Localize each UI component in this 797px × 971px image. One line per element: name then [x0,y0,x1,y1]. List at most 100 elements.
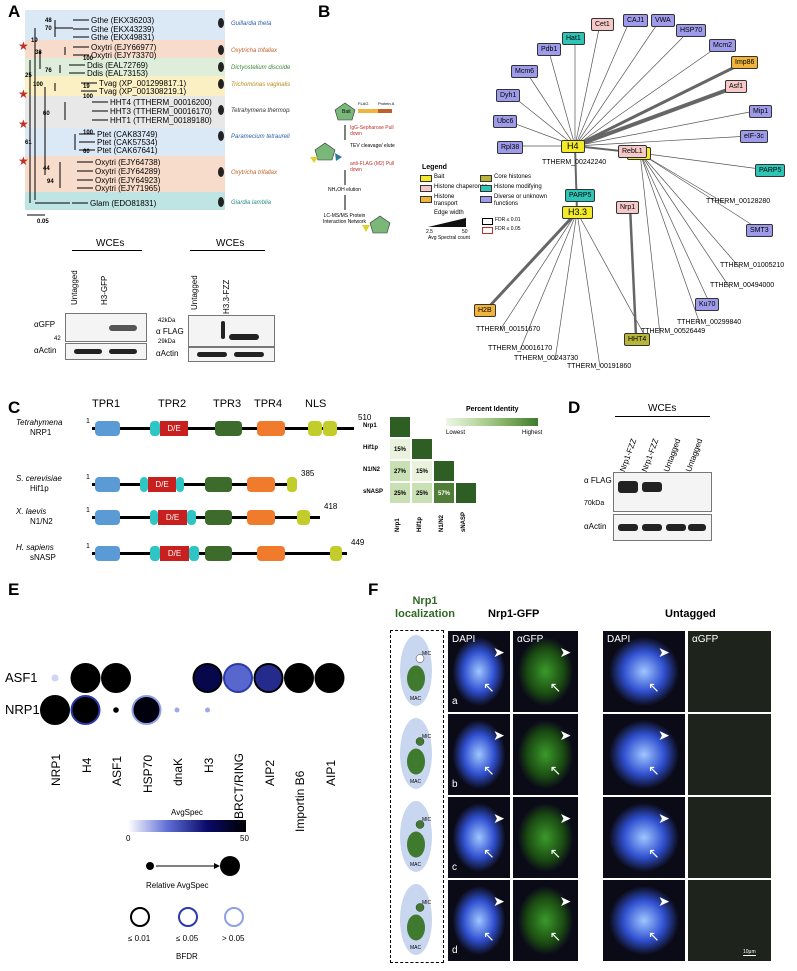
node-imp86[interactable]: Imp86 [731,56,759,69]
bootstrap-9: 100 [83,94,94,100]
domain-block-3-3 [189,546,199,561]
dot-col-0: NRP1 [49,753,63,786]
dot-nrp1-3 [131,695,162,725]
dot-asf1-0 [51,674,59,682]
node-h33[interactable]: H3.3 [562,206,594,219]
blot-actin-d [613,514,712,541]
domain-block-0-0 [95,421,120,436]
arrowhead-icon: ➤ [493,810,505,826]
mic-label-0: MIC [422,651,432,657]
dot-col-2: ASF1 [110,755,124,786]
node-cet1[interactable]: Cet1 [591,18,614,31]
node-rebl1[interactable]: RebL1 [618,145,647,158]
node-mcm2[interactable]: Mcm2 [709,39,737,52]
matrix-cell [411,438,433,460]
dot-asf1-7 [253,663,284,693]
legend-div: Diverse or unknown functions [494,194,548,207]
wf-tag2: Protein A [378,101,395,106]
panel-label-c: C [8,398,21,417]
micrograph-2-0: c↖➤ [448,797,510,878]
localization-diagram-1 [398,716,434,791]
node-rpl38[interactable]: Rpl38 [497,141,524,154]
micro-sublabel-0: DAPI [452,634,476,645]
localization-diagram-3 [398,882,434,957]
micrograph-3-3: 10μm [688,880,771,961]
mac-label-0: MAC [410,696,422,702]
bootstrap-6: 76 [45,68,52,74]
arrowhead-icon: ➤ [559,893,572,909]
node-dyh1[interactable]: Dyh1 [496,89,521,102]
matrix-col-2: N1/N2 [439,514,445,532]
taxon-3: Oxytri (EJY66977) [91,43,157,52]
node-ku70[interactable]: Ku70 [695,298,720,311]
node-h4[interactable]: H4 [561,140,585,153]
pid-low: Lowest [446,430,466,436]
taxon-14: Ptet (CAK67641) [97,146,158,155]
domain-block-0-1 [150,421,160,436]
localization-diagram-2 [398,799,434,874]
wf-bait: Bait [342,109,351,115]
domain-block-0-6 [323,421,337,436]
matrix-cell: 25% [411,482,433,504]
legend-core: Core histones [494,174,532,180]
taxon-11: HHT1 (TTHERM_00189180) [110,116,212,125]
node-nrp1[interactable]: Nrp1 [616,201,640,214]
domain-block-2-2: D/E [158,510,187,525]
arrow-icon: ↖ [549,844,562,861]
blot-aflag-a [188,315,275,347]
taxon-8: Tvag (XP_001308219.1) [99,87,187,96]
domain-block-1-2: D/E [148,477,176,492]
micrograph-2-3 [688,797,771,878]
taxon-2: Gthe (EKX49831) [91,33,154,42]
node-hht4[interactable]: HHT4 [624,333,651,346]
micrograph-1-0: b↖➤ [448,714,510,795]
node-parp5b[interactable]: PARP5 [565,189,596,202]
dot-col-6: BRCT/RING [232,752,246,819]
tag-t4: TTHERM_00494000 [710,282,775,289]
domain-block-3-6 [330,546,342,561]
species-4: Tetrahymena thermophila [231,108,290,114]
matrix-cell: 15% [411,460,433,482]
row-letter-2: c [452,862,457,873]
bfdr-01: ≤ 0.01 [128,934,151,943]
tag-t7: TTHERM_00299840 [677,319,742,326]
node-h2b[interactable]: H2B [474,304,496,317]
arrowhead-icon: ➤ [658,810,670,826]
legend-mod: Histone modifying [494,184,542,190]
domain-block-0-5 [308,421,322,436]
species-5: Paramecium tetraurelia [231,134,290,140]
node-smt3[interactable]: SMT3 [746,224,773,237]
micro-sublabel-2: DAPI [607,634,631,645]
node-mip1[interactable]: Mip1 [749,105,773,118]
bfdr-05: ≤ 0.05 [176,934,199,943]
node-hat1[interactable]: Hat1 [562,32,585,45]
node-ubc6[interactable]: Ubc6 [493,115,518,128]
tag-t2: TTHERM_00128280 [706,198,771,205]
panel-label-e: E [8,580,20,599]
arrow-icon: ↖ [549,927,562,944]
node-eif3c[interactable]: eIF-3c [740,130,768,143]
mic-label-1: MIC [422,734,432,740]
node-asf1[interactable]: Asf1 [725,80,748,93]
star-icon: ★ [18,117,29,131]
mic-label-3: MIC [422,900,432,906]
legend-swatch-trans [420,196,432,203]
node-mcm6[interactable]: Mcm6 [511,65,539,78]
node-pdb1[interactable]: Pdb1 [537,43,562,56]
row-letter-3: d [452,945,458,956]
arrowhead-icon: ➤ [493,644,505,660]
domain-block-3-0 [95,546,120,561]
wf-s4: NH₄OH elution [328,187,361,193]
dot-col-1: H4 [79,757,94,773]
matrix-cell [455,482,477,504]
node-parp5a[interactable]: PARP5 [755,164,786,177]
bootstrap-5: 25 [25,73,32,79]
taxon-1: Gthe (EKX43239) [91,25,154,34]
domain-block-2-0 [95,510,120,525]
node-vwa[interactable]: VWA [651,14,675,27]
node-hsp70[interactable]: HSP70 [676,24,707,37]
dot-asf1-2 [101,663,131,693]
node-caj1[interactable]: CAJ1 [623,14,649,27]
lane-d-4: Untagged [684,437,705,474]
domain-block-0-3 [215,421,242,436]
